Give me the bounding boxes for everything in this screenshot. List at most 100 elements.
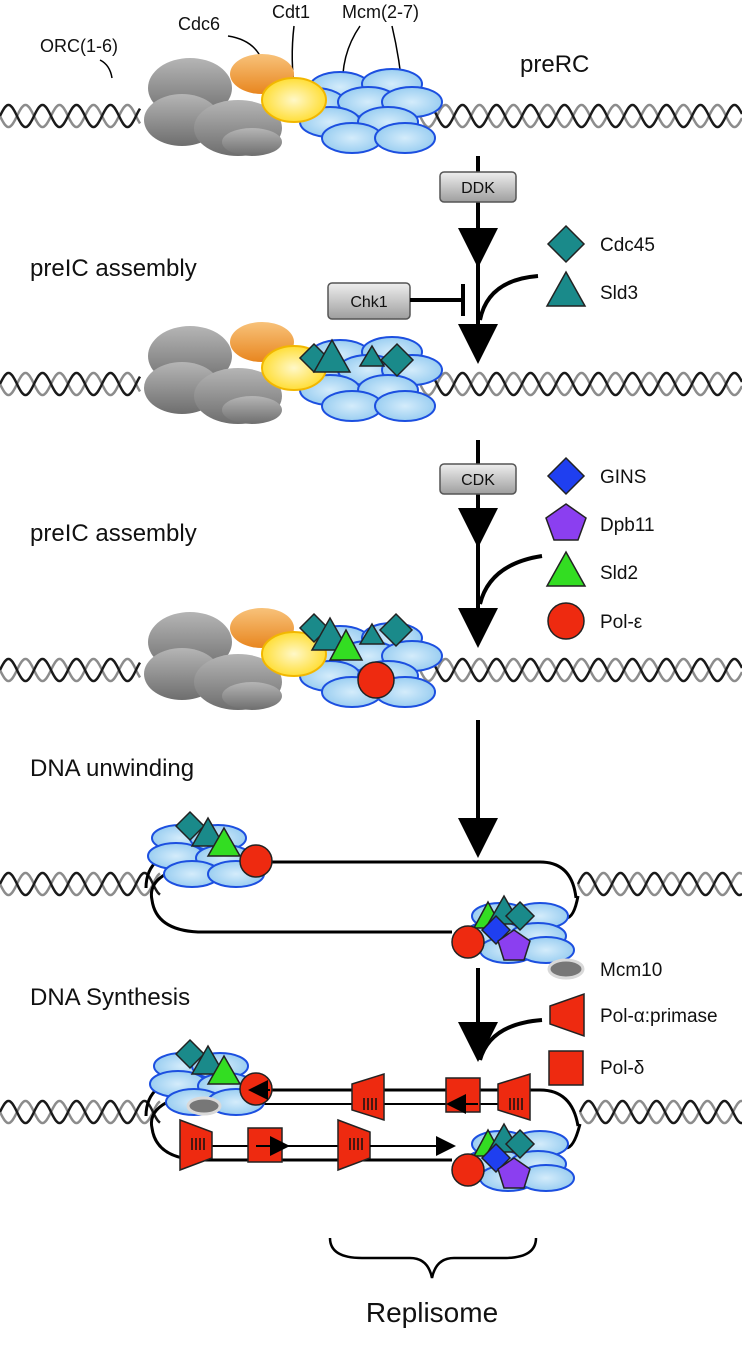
replisome-brace	[328, 1237, 538, 1279]
pentagon-icon	[545, 503, 587, 541]
cdc45-protein	[174, 810, 206, 842]
top-labels: ORC(1-6) Cdc6 Cdt1 Mcm(2-7)	[40, 2, 419, 97]
dna-strand	[0, 371, 142, 397]
stage-prerc-label: preRC	[520, 51, 589, 78]
triangle-icon	[545, 270, 587, 307]
rna-primer-icon	[363, 1098, 377, 1110]
synthesis-bubble	[144, 1038, 582, 1192]
pol-alpha-primase-protein	[497, 1072, 531, 1122]
upper-parental-strand	[262, 1088, 580, 1127]
legend-label: Dpb11	[600, 515, 655, 536]
dna-strand	[418, 103, 742, 129]
cdc45-protein	[174, 1038, 206, 1070]
square-icon	[548, 1050, 584, 1086]
mcm10-polymerase-joining-curve	[478, 1018, 543, 1061]
cdt1-protein	[261, 631, 327, 677]
chk1-box: Chk1	[327, 282, 411, 320]
ddk-box: DDK	[439, 171, 517, 203]
dpb11-protein	[497, 929, 531, 961]
pol-delta-protein	[445, 1077, 481, 1113]
stage-preic2-label: preIC assembly	[30, 520, 197, 547]
orc-complex	[144, 326, 282, 424]
sld2-protein	[206, 826, 242, 857]
dna-strand	[418, 371, 742, 397]
pol-epsilon-protein	[357, 661, 395, 699]
left-cmg-helicase	[147, 810, 273, 888]
transition-2: CDK	[439, 440, 543, 648]
preic2-complex	[144, 608, 443, 710]
cdc45-protein	[378, 612, 414, 648]
preic1-complex	[144, 322, 443, 424]
stage-preic1-label: preIC assembly	[30, 255, 197, 282]
transition-1: DDK Chk1	[327, 156, 539, 364]
legend-label: Pol-ε	[600, 612, 643, 633]
mcm10-protein	[186, 1096, 222, 1116]
legend-label: Pol-δ	[600, 1058, 644, 1079]
sld3-protein	[312, 338, 352, 373]
rna-primer-icon	[509, 1098, 523, 1110]
transition-4	[458, 968, 543, 1062]
dna-strand	[0, 1099, 161, 1125]
legend-item-dpb11: Dpb11	[545, 503, 655, 541]
stage-unwinding-label: DNA unwinding	[30, 755, 194, 782]
prerc-complex	[144, 54, 443, 156]
cdc45-protein	[379, 342, 415, 378]
stage-labels: preRC preIC assembly preIC assembly DNA …	[30, 51, 589, 1011]
triangle-icon	[545, 550, 587, 587]
legend: Cdc45 Sld3 GINS Dpb11 Sld2 Pol-ε Mcm10	[545, 224, 718, 1086]
legend-label: Cdc45	[600, 235, 655, 256]
pol-epsilon-protein	[451, 1153, 485, 1187]
orc-complex	[144, 58, 282, 156]
stage-synthesis-label: DNA Synthesis	[30, 984, 190, 1011]
dna-strand	[578, 1099, 742, 1125]
legend-item-sld3: Sld3	[545, 270, 638, 307]
upper-okazaki-fragments	[351, 1072, 531, 1122]
cdc45-sld3-joining-curve	[478, 274, 539, 321]
rna-primer-icon	[191, 1138, 205, 1150]
sld3-protein	[358, 622, 386, 645]
lower-okazaki-fragments	[179, 1118, 456, 1172]
orc-label: ORC(1-6)	[40, 36, 118, 56]
chk1-label: Chk1	[350, 294, 387, 311]
dna-strand	[418, 103, 742, 129]
right-cmg-helicase	[451, 1122, 575, 1192]
dna-strand	[418, 657, 742, 683]
dna-strand	[0, 103, 142, 129]
sld3-protein	[190, 816, 226, 847]
pol-alpha-primase-protein	[351, 1072, 385, 1122]
gins-dpb11-sld2-pole-joining-curve	[478, 554, 543, 605]
ddk-label: DDK	[461, 180, 495, 197]
sld2-protein	[328, 628, 364, 661]
legend-item-mcm10: Mcm10	[547, 958, 662, 981]
orc-leader-line	[99, 59, 113, 79]
dna-helices	[0, 103, 742, 1125]
pol-epsilon-protein	[239, 844, 273, 878]
rna-primer-icon	[349, 1138, 363, 1150]
upper-unwound-strand	[258, 860, 578, 899]
ellipse-icon	[547, 958, 585, 980]
cdc45-protein	[504, 1128, 536, 1160]
dpb11-protein	[497, 1157, 531, 1189]
dna-strand	[576, 871, 742, 897]
circle-icon	[547, 602, 585, 640]
dna-strand	[0, 657, 142, 683]
cdk-label: CDK	[461, 472, 495, 489]
left-cmg-helicase	[149, 1038, 273, 1116]
sld3-protein	[358, 344, 386, 367]
sld2-protein	[206, 1054, 242, 1085]
legend-item-pol-alpha-primase: Pol-α:primase	[549, 992, 718, 1038]
cdc6-label: Cdc6	[178, 14, 220, 34]
replisome-label: Replisome	[366, 1297, 498, 1328]
legend-item-gins: GINS	[546, 456, 646, 496]
dna-strand	[0, 871, 161, 897]
diamond-icon	[546, 224, 586, 264]
dna-strand	[0, 657, 142, 683]
dna-strand	[0, 371, 142, 397]
mcm-label: Mcm(2-7)	[342, 2, 419, 22]
lower-unwound-strand	[149, 870, 452, 934]
dna-strand	[418, 371, 742, 397]
diamond-icon	[546, 456, 586, 496]
right-cmg-helicase	[451, 894, 575, 964]
legend-item-sld2: Sld2	[545, 550, 638, 587]
